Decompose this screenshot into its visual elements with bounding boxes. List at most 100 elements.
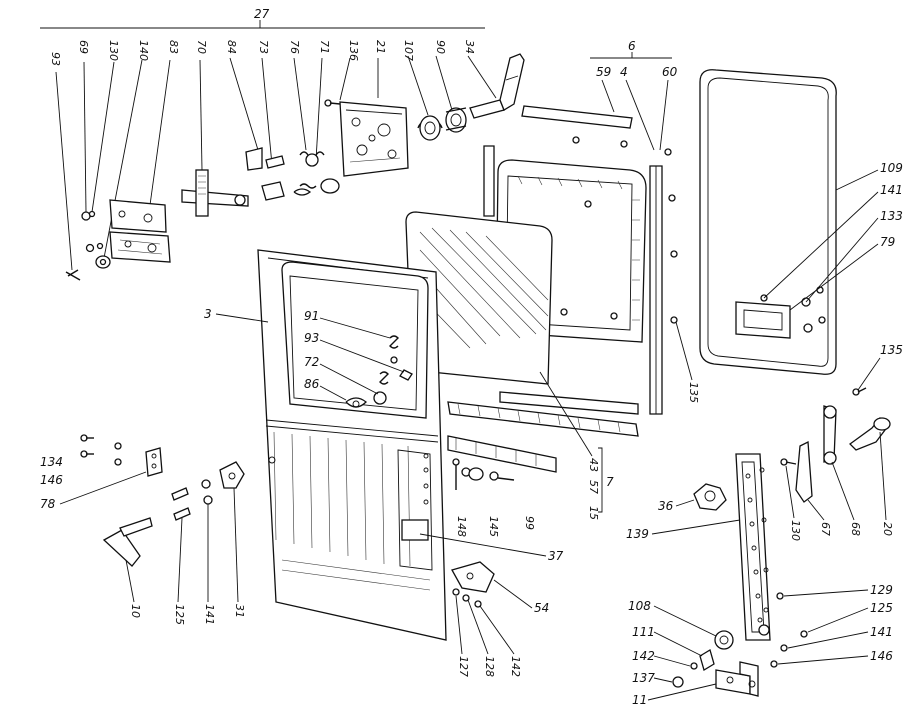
label-31: 31 bbox=[233, 604, 246, 618]
label-145: 145 bbox=[487, 516, 500, 537]
label-142: 142 bbox=[509, 656, 522, 677]
label-7: 7 bbox=[606, 475, 614, 489]
label-36: 36 bbox=[658, 499, 674, 513]
small-parts-bottom-right bbox=[672, 592, 808, 688]
label-141b: 141 bbox=[203, 604, 216, 625]
small-screws-134-146 bbox=[80, 434, 122, 466]
washers-141 bbox=[201, 479, 213, 505]
label-68: 68 bbox=[849, 522, 862, 536]
label-109: 109 bbox=[880, 161, 903, 175]
label-93: 93 bbox=[49, 52, 62, 66]
label-141c: 141 bbox=[870, 625, 893, 639]
label-139: 139 bbox=[626, 527, 649, 541]
roller-108 bbox=[714, 624, 770, 650]
group-27-bracket: 27 bbox=[40, 7, 485, 29]
label-70: 70 bbox=[195, 40, 208, 54]
label-4: 4 bbox=[620, 65, 628, 79]
label-43: 43 bbox=[587, 458, 600, 472]
label-130b: 130 bbox=[789, 520, 802, 541]
label-141: 141 bbox=[880, 183, 903, 197]
door-seal-109 bbox=[699, 69, 837, 375]
small-screws-left bbox=[81, 210, 111, 269]
label-99: 99 bbox=[523, 516, 536, 530]
lever-31 bbox=[219, 461, 245, 489]
spring-107 bbox=[417, 115, 443, 141]
label-93b: 93 bbox=[304, 331, 319, 345]
label-137: 137 bbox=[632, 671, 655, 685]
vertical-callouts: 93 69 130 140 83 70 84 73 76 71 136 21 1… bbox=[49, 40, 476, 66]
bracket-11 bbox=[715, 661, 759, 697]
label-135: 135 bbox=[687, 382, 700, 403]
label-84: 84 bbox=[225, 40, 238, 54]
label-15: 15 bbox=[587, 506, 600, 520]
label-83: 83 bbox=[167, 40, 180, 54]
label-37: 37 bbox=[548, 549, 564, 563]
label-67: 67 bbox=[819, 522, 832, 536]
label-134: 134 bbox=[40, 455, 63, 469]
label-133: 133 bbox=[880, 209, 903, 223]
label-11: 11 bbox=[632, 693, 647, 707]
label-69: 69 bbox=[77, 40, 90, 54]
label-142b: 142 bbox=[632, 649, 655, 663]
label-10: 10 bbox=[129, 604, 142, 618]
label-59: 59 bbox=[596, 65, 611, 79]
label-127: 127 bbox=[457, 656, 470, 677]
knob-36 bbox=[693, 483, 727, 511]
screws-125 bbox=[171, 487, 191, 521]
label-146b: 146 bbox=[870, 649, 893, 663]
side-channel-60 bbox=[649, 165, 663, 415]
label-72: 72 bbox=[304, 355, 319, 369]
label-146: 146 bbox=[40, 473, 63, 487]
lever-68 bbox=[823, 405, 837, 465]
label-73: 73 bbox=[257, 40, 270, 54]
label-57: 57 bbox=[587, 480, 600, 494]
label-108: 108 bbox=[628, 599, 651, 613]
label-107: 107 bbox=[402, 40, 415, 61]
strip-59 bbox=[521, 105, 633, 129]
label-130: 130 bbox=[107, 40, 120, 61]
label-135b: 135 bbox=[880, 343, 903, 357]
label-20: 20 bbox=[881, 522, 894, 536]
label-71: 71 bbox=[318, 40, 331, 54]
screw-135-right bbox=[852, 387, 867, 396]
label-76: 76 bbox=[288, 40, 301, 54]
label-128: 128 bbox=[483, 656, 496, 677]
guide-rail-57 bbox=[447, 401, 639, 437]
window-mechanism bbox=[345, 335, 413, 408]
handle-20 bbox=[849, 417, 891, 451]
guide-rail-15 bbox=[447, 435, 557, 473]
small-springs-group bbox=[245, 147, 340, 201]
label-60: 60 bbox=[662, 65, 678, 79]
label-79: 79 bbox=[880, 235, 895, 249]
rail-fasteners bbox=[452, 458, 515, 490]
label-54: 54 bbox=[534, 601, 549, 615]
inner-handle-10 bbox=[102, 517, 153, 567]
label-136: 136 bbox=[347, 40, 360, 61]
label-3: 3 bbox=[204, 307, 212, 321]
label-91: 91 bbox=[304, 309, 319, 323]
label-90: 90 bbox=[434, 40, 447, 54]
label-111: 111 bbox=[632, 625, 655, 639]
door-panel-3 bbox=[257, 249, 447, 641]
bushing-90 bbox=[445, 107, 467, 133]
label-129: 129 bbox=[870, 583, 893, 597]
label-34: 34 bbox=[463, 40, 476, 54]
label-86: 86 bbox=[304, 377, 320, 391]
leader-lines-top bbox=[55, 55, 497, 271]
label-6: 6 bbox=[628, 39, 636, 53]
lock-body-21 bbox=[324, 99, 409, 177]
callout-labels: 3 91 93 72 86 109 141 133 79 135 135 134… bbox=[40, 161, 903, 707]
label-78: 78 bbox=[40, 497, 56, 511]
latch-bolt-70 bbox=[181, 169, 249, 217]
bracket-54 bbox=[451, 561, 495, 608]
label-125b: 125 bbox=[870, 601, 893, 615]
label-148: 148 bbox=[455, 516, 468, 537]
arm-67 bbox=[780, 440, 813, 503]
pin-93 bbox=[65, 269, 81, 281]
striker-78 bbox=[145, 447, 163, 477]
channel-lower bbox=[499, 391, 639, 415]
label-27: 27 bbox=[254, 7, 270, 21]
regulator-channel-139 bbox=[735, 453, 771, 641]
left-channel bbox=[483, 145, 495, 217]
